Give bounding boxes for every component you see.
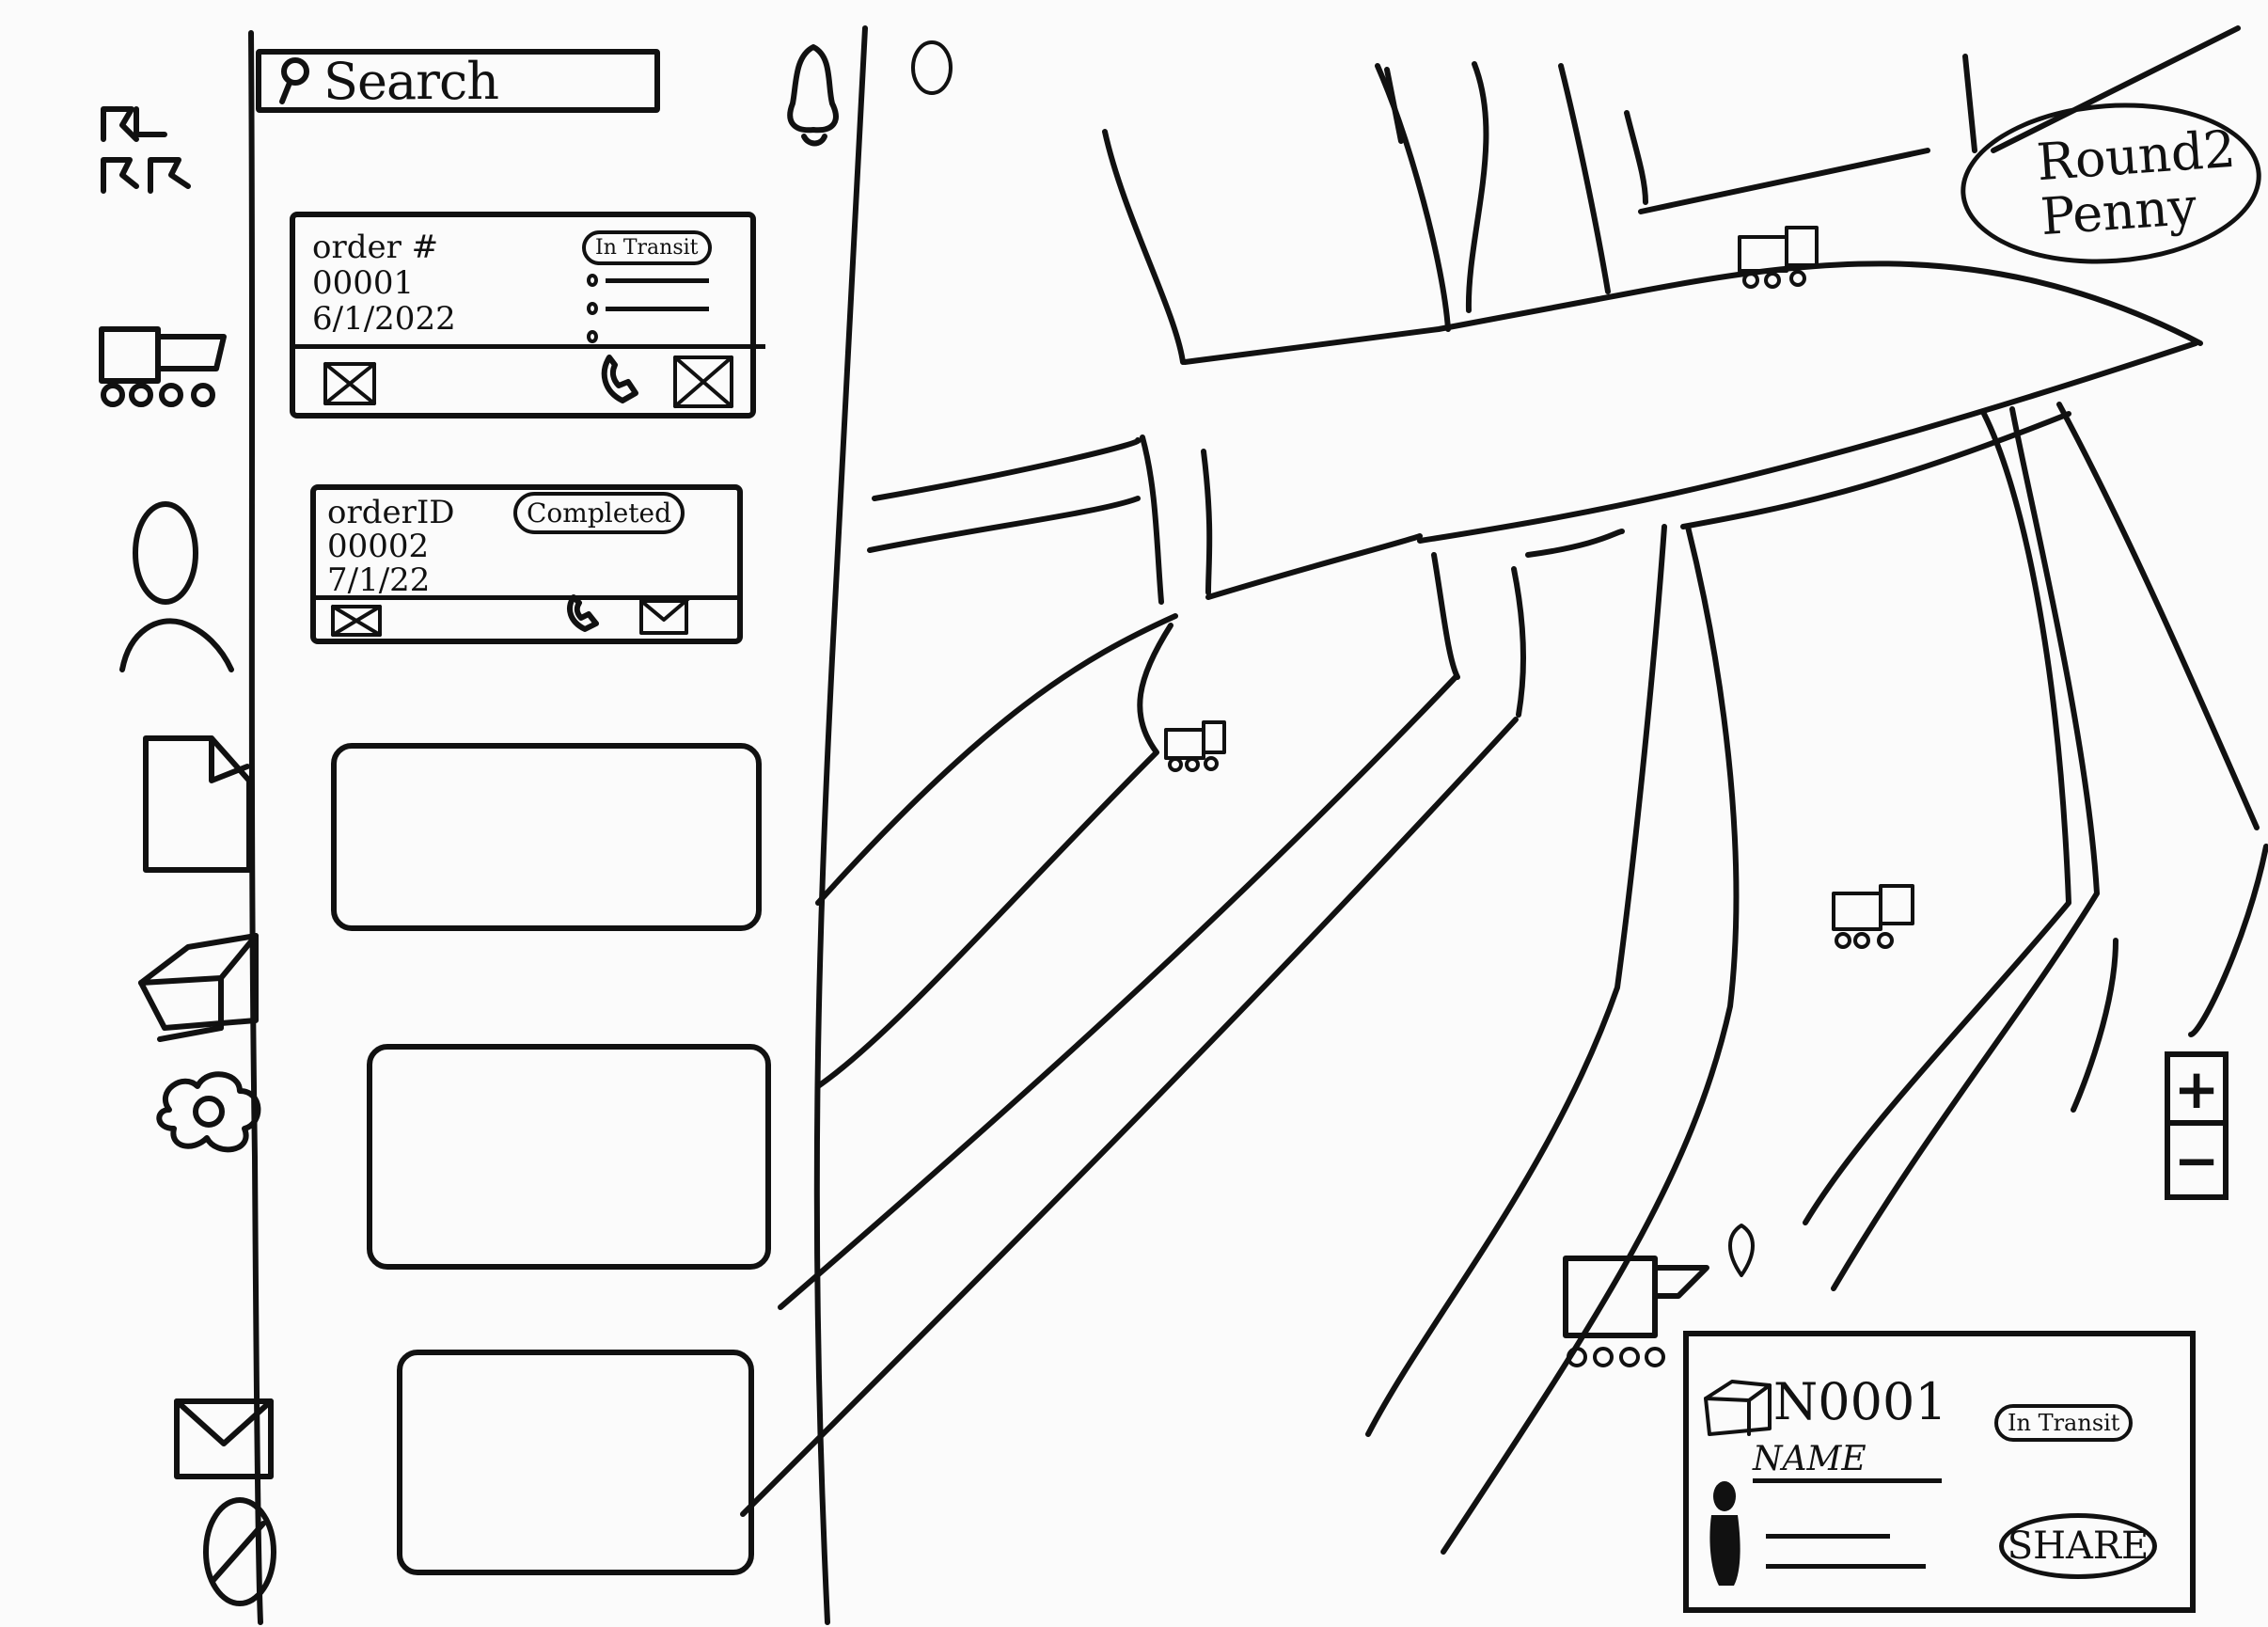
order-header: orderID <box>327 494 455 531</box>
search-label: Search <box>323 51 499 111</box>
order-card[interactable]: orderID 00002 7/1/22 Completed <box>310 484 743 644</box>
truck-marker-icon <box>1164 720 1226 772</box>
panel-divider <box>813 25 868 1625</box>
selected-truck-marker-icon <box>1563 1256 1709 1367</box>
box-icon <box>1704 1380 1772 1436</box>
map-pin-icon <box>911 40 953 95</box>
order-card-placeholder[interactable] <box>367 1044 771 1270</box>
truck-marker-icon <box>1832 884 1914 949</box>
driver-name: NAME <box>1753 1440 1942 1483</box>
search-icon <box>279 57 309 104</box>
dashboard-icon[interactable] <box>94 102 216 196</box>
detail-line <box>1766 1564 1926 1569</box>
confirm-order-icon[interactable] <box>638 595 694 637</box>
phone-icon[interactable] <box>596 354 647 406</box>
status-badge: Completed <box>513 492 685 534</box>
order-id: 00002 <box>327 528 430 565</box>
detail-line <box>1766 1534 1890 1539</box>
notification-bell-icon[interactable] <box>776 38 851 150</box>
zoom-control: + − <box>2165 1051 2229 1200</box>
truck-marker-icon <box>1738 226 1819 289</box>
logout-icon[interactable] <box>193 1491 287 1613</box>
order-header: order # <box>312 229 439 266</box>
order-card-placeholder[interactable] <box>331 743 762 931</box>
driver-avatar-icon <box>1709 1481 1740 1586</box>
document-icon[interactable] <box>136 729 259 879</box>
search-input[interactable]: Search <box>256 49 660 113</box>
status-badge: In Transit <box>1994 1404 2134 1442</box>
order-card-placeholder[interactable] <box>397 1350 754 1575</box>
shipment-id: N0001 <box>1773 1372 1947 1431</box>
confirm-order-icon[interactable] <box>671 354 737 410</box>
order-id: 00001 <box>312 264 415 302</box>
share-button[interactable]: SHARE <box>1999 1513 2157 1579</box>
map-roads <box>740 25 2268 1555</box>
cancel-order-icon[interactable] <box>329 603 386 640</box>
order-date: 7/1/22 <box>327 561 431 599</box>
user-icon[interactable] <box>111 498 243 677</box>
contact-line <box>587 274 709 287</box>
contact-line <box>587 330 598 343</box>
contact-line <box>587 302 709 315</box>
status-badge: In Transit <box>582 230 712 265</box>
location-pin-icon <box>1728 1224 1755 1277</box>
settings-icon[interactable] <box>150 1063 273 1157</box>
truck-icon[interactable] <box>94 320 235 414</box>
list-panel-border <box>248 30 263 1625</box>
shipment-detail-card[interactable]: N0001 In Transit NAME SHARE <box>1683 1331 2196 1613</box>
order-card[interactable]: order # 00001 6/1/2022 In Transit <box>290 212 765 419</box>
order-date: 6/1/2022 <box>312 300 456 338</box>
phone-icon[interactable] <box>562 593 604 635</box>
zoom-out-button[interactable]: − <box>2173 1128 2220 1193</box>
zoom-in-button[interactable]: + <box>2170 1057 2223 1126</box>
cancel-order-icon[interactable] <box>322 358 380 409</box>
